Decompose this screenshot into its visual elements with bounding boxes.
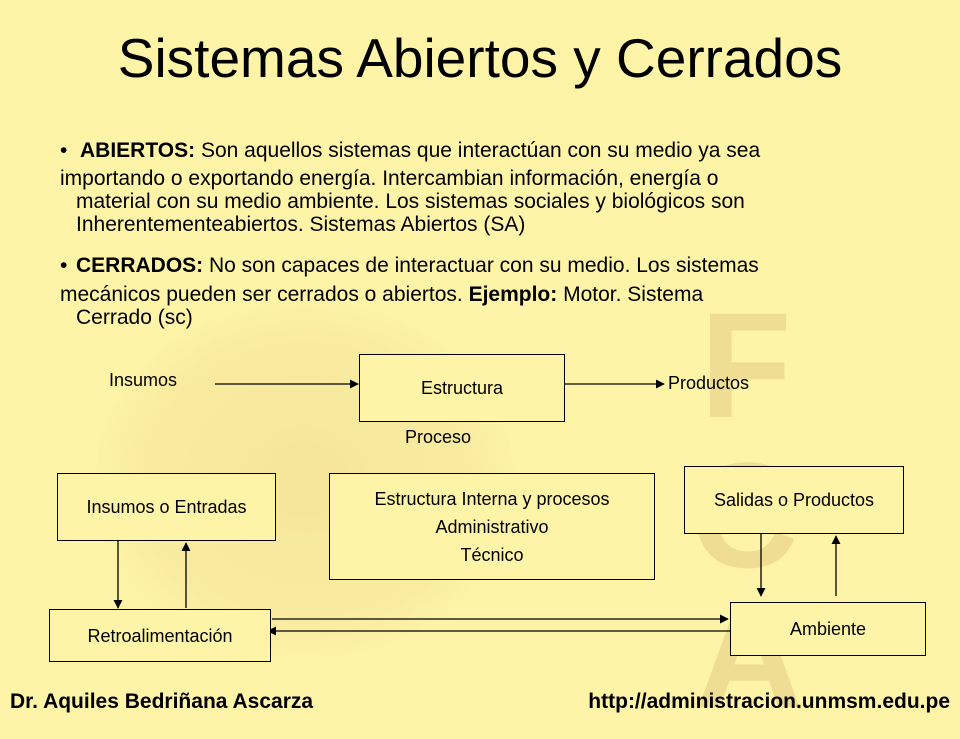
abiertos-paragraph: • ABIERTOS: Son aquellos sistemas que int… <box>60 139 940 236</box>
cerrados-line-1: • CERRADOS: No son capaces de interactuar… <box>60 254 940 277</box>
cerrados-label: CERRADOS: <box>76 254 204 277</box>
cerrados-line-2: mecánicos pueden ser cerrados o abiertos… <box>60 283 940 306</box>
footer-author: Dr. Aquiles Bedriñana Ascarza <box>10 690 314 713</box>
footer-url[interactable]: http://administracion.unmsm.edu.pe <box>588 690 950 713</box>
insumos-entradas-box: Insumos o Entradas <box>57 473 276 541</box>
bullet-icon: • <box>60 139 68 162</box>
cerrados-line-3: Cerrado (sc) <box>76 306 193 329</box>
estructura-interna-box: Estructura Interna y procesos Administra… <box>329 473 655 580</box>
estructura-interna-line-3: Técnico <box>460 544 524 565</box>
ejemplo-label: Ejemplo: <box>468 283 558 306</box>
cerrados-paragraph: • CERRADOS: No son capaces de interactuar… <box>60 254 940 329</box>
estructura-box: Estructura <box>359 354 565 422</box>
abiertos-line-4: Inherentementeabiertos. Sistemas Abierto… <box>76 213 526 236</box>
salidas-productos-label: Salidas o Productos <box>713 490 875 510</box>
ambiente-label: Ambiente <box>789 619 867 639</box>
abiertos-text-1: Son aquellos sistemas que interactúan co… <box>195 139 761 162</box>
slide-title: Sistemas Abiertos y Cerrados <box>117 27 843 89</box>
cerrados-text-1: No son capaces de interactuar con su med… <box>203 254 759 277</box>
estructura-interna-line-2: Administrativo <box>435 516 549 537</box>
estructura-label: Estructura <box>420 378 504 398</box>
diagram-arrows <box>113 379 841 636</box>
salidas-productos-box: Salidas o Productos <box>684 466 904 534</box>
estructura-interna-line-1: Estructura Interna y procesos <box>374 488 610 509</box>
abiertos-line-2: importando o exportando energía. Interca… <box>60 167 719 190</box>
retroalimentacion-label: Retroalimentación <box>87 625 233 646</box>
proceso-label: Proceso <box>405 427 472 447</box>
productos-label: Productos <box>668 373 750 393</box>
abiertos-line-1: • ABIERTOS: Son aquellos sistemas que int… <box>60 139 940 162</box>
bullet-icon: • <box>60 254 68 277</box>
insumos-label: Insumos <box>109 370 178 390</box>
retroalimentacion-box: Retroalimentación <box>49 609 271 662</box>
abiertos-label: ABIERTOS: <box>80 139 196 162</box>
ambiente-box: Ambiente <box>730 602 926 656</box>
cerrados-text-2b: Motor. Sistema <box>557 283 704 306</box>
cerrados-text-2a: mecánicos pueden ser cerrados o abiertos… <box>60 283 469 306</box>
insumos-entradas-label: Insumos o Entradas <box>86 497 247 517</box>
abiertos-line-3: material con su medio ambiente. Los sist… <box>76 190 745 213</box>
